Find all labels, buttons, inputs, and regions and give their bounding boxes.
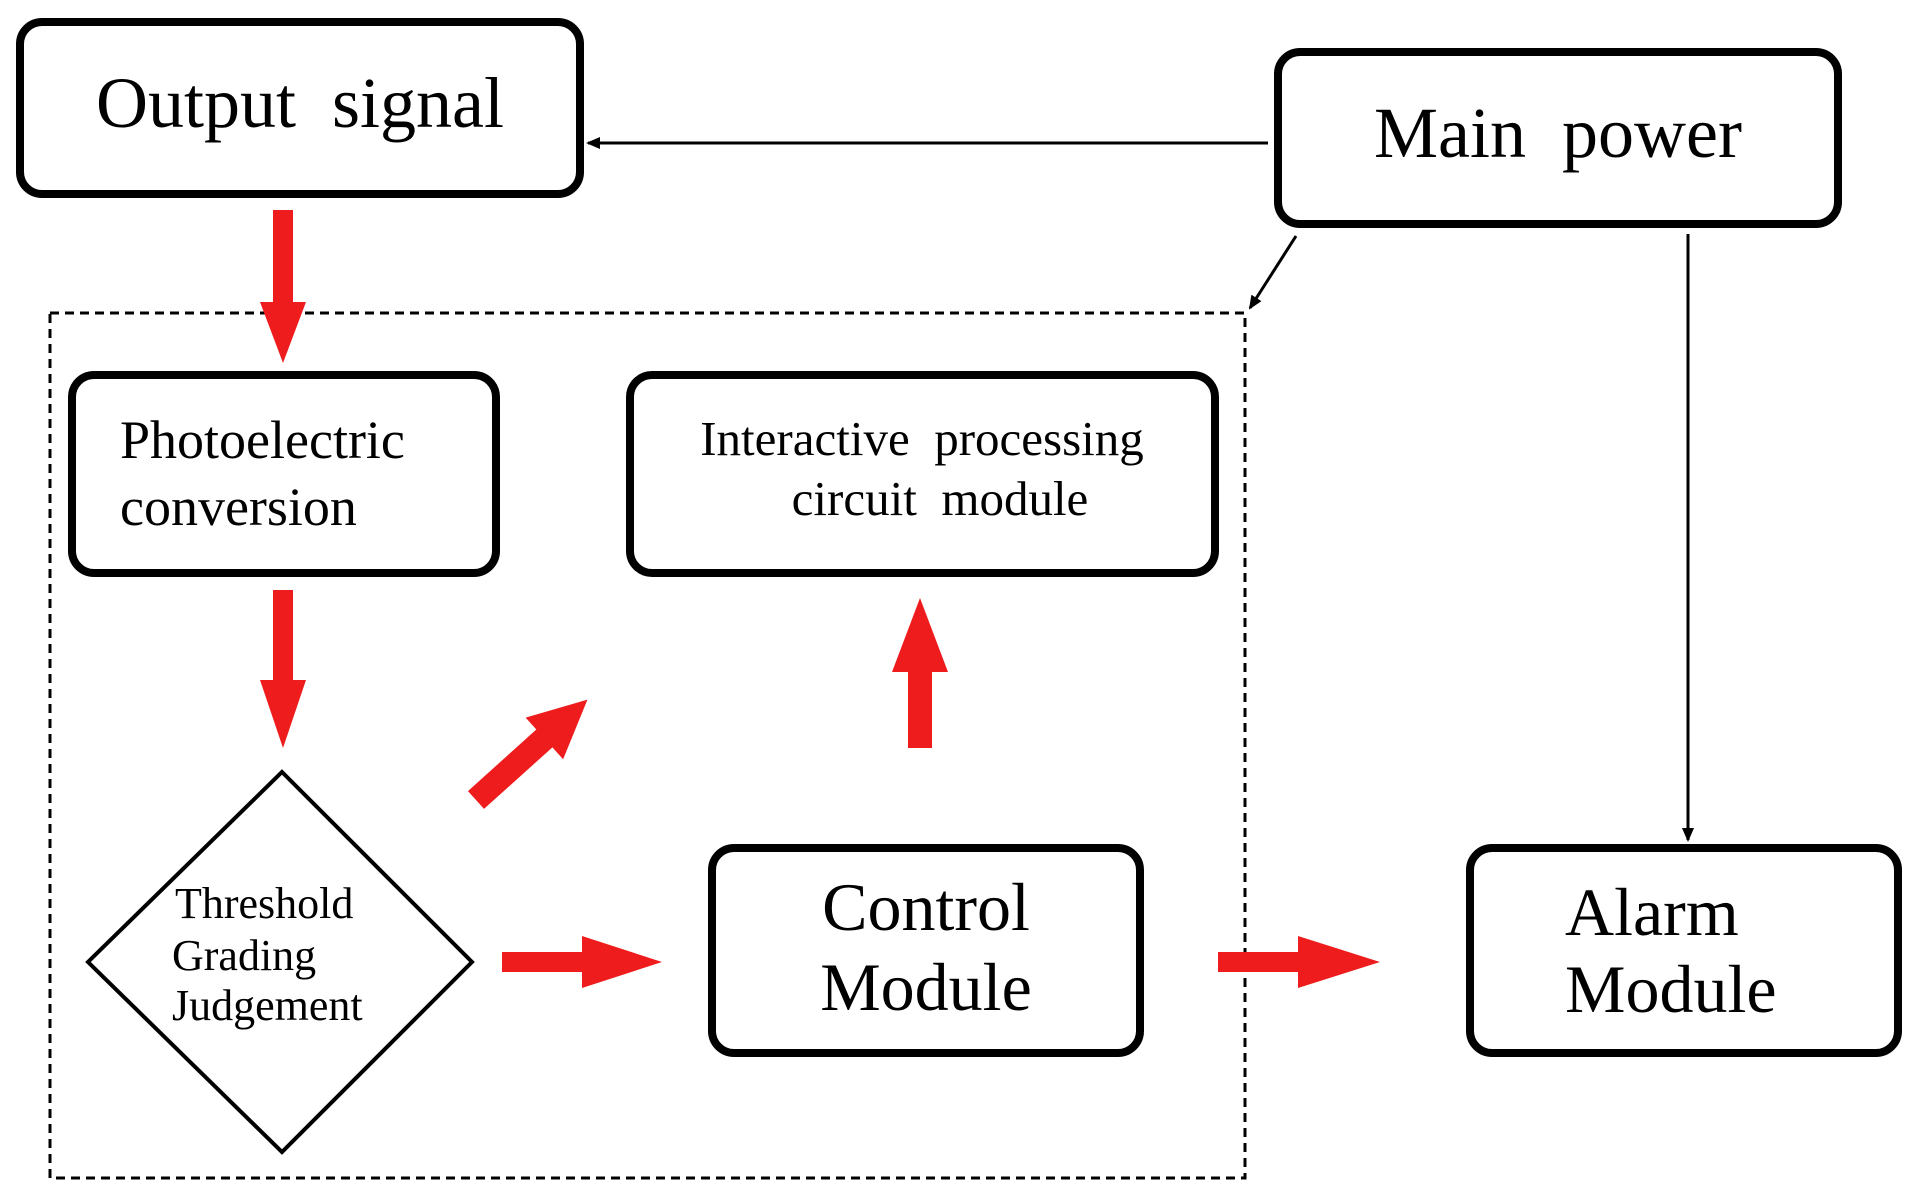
photoelectric-label-line2: conversion xyxy=(120,477,357,537)
control-label-line1: Control xyxy=(822,869,1030,945)
photoelectric-to-threshold-arrow xyxy=(260,590,306,748)
control-to-interactive-arrow xyxy=(892,598,948,748)
interactive-label-line2: circuit module xyxy=(792,471,1089,526)
output-signal-label: Output signal xyxy=(96,63,504,143)
alarm-label-line2: Module xyxy=(1565,951,1777,1027)
interactive-processing-box: Interactive processing circuit module xyxy=(626,371,1219,577)
main-power-label: Main power xyxy=(1374,93,1742,173)
power-to-boundary-arrow xyxy=(1248,235,1298,310)
threshold-to-interactive-arrow xyxy=(467,699,588,809)
threshold-label-line2: Grading xyxy=(172,931,316,980)
threshold-diamond: Threshold Grading Judgement xyxy=(85,769,475,1155)
control-module-box: Control Module xyxy=(708,844,1144,1057)
alarm-label-line1: Alarm xyxy=(1565,874,1739,950)
system-boundary xyxy=(48,311,1247,1180)
output-signal-box: Output signal xyxy=(16,18,584,198)
output-to-photoelectric-arrow xyxy=(260,210,306,363)
alarm-module-box: Alarm Module xyxy=(1466,844,1902,1057)
photoelectric-label-line1: Photoelectric xyxy=(120,410,405,470)
interactive-label-line1: Interactive processing xyxy=(700,411,1144,466)
threshold-label-line3: Judgement xyxy=(172,981,363,1030)
threshold-label-line1: Threshold xyxy=(175,879,353,928)
main-power-box: Main power xyxy=(1274,48,1842,228)
control-to-alarm-arrow xyxy=(1218,936,1380,988)
photoelectric-conversion-box: Photoelectric conversion xyxy=(68,371,500,577)
threshold-to-control-arrow xyxy=(502,936,662,988)
control-label-line2: Module xyxy=(820,949,1032,1025)
